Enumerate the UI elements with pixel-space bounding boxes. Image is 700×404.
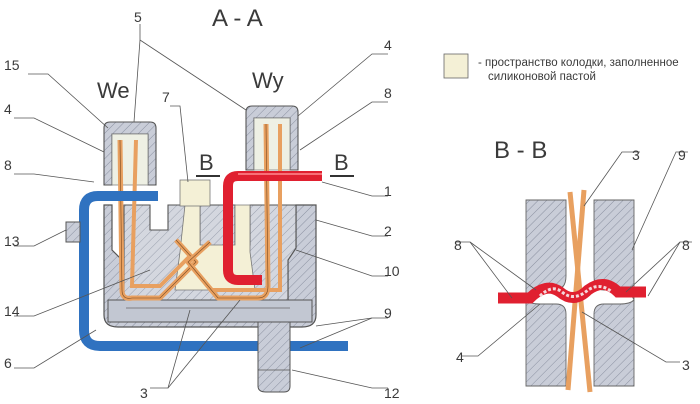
- legend-line2: силиконовой пастой: [488, 71, 596, 83]
- title-main: A - A: [212, 5, 263, 32]
- detail-callout-8-left: 8: [454, 237, 462, 253]
- callout-15: 15: [4, 57, 20, 73]
- detail-callout-8-right: 8: [682, 237, 690, 253]
- detail-red-wire-core: [538, 285, 613, 298]
- callout-3: 3: [140, 385, 148, 401]
- section-mark-left: B: [199, 150, 214, 175]
- main-section: [65, 105, 354, 393]
- callout-2: 2: [384, 223, 392, 239]
- silicone-top-channel: [179, 179, 211, 207]
- callout-1: 1: [384, 183, 392, 199]
- section-mark-right: B: [334, 150, 349, 175]
- legend-swatch: [443, 53, 469, 79]
- contact-left-inner: [129, 139, 192, 288]
- detail-copper-b: [565, 189, 587, 391]
- leader-lines-detail: [456, 151, 692, 363]
- side-clip: [65, 221, 81, 243]
- base-plate: [107, 299, 313, 323]
- callout-10: 10: [384, 263, 400, 279]
- detail-callout-9: 9: [678, 147, 686, 163]
- callout-7: 7: [162, 89, 170, 105]
- callout-4-left: 4: [4, 101, 12, 117]
- title-detail: B - B: [494, 137, 547, 164]
- callout-9: 9: [384, 305, 392, 321]
- legend-line1: - пространство колодки, заполненное: [478, 57, 679, 69]
- callout-12: 12: [384, 385, 400, 401]
- detail-callout-3-top: 3: [632, 147, 640, 163]
- callout-14: 14: [4, 303, 20, 319]
- terminal-we: We: [97, 78, 130, 103]
- blue-wire: [79, 191, 348, 351]
- red-wire: [223, 171, 322, 285]
- detail-callout-4: 4: [456, 349, 464, 365]
- callout-5: 5: [134, 9, 142, 25]
- callout-4-right: 4: [384, 37, 392, 53]
- contact-right-edge: [187, 123, 269, 299]
- left-cap-insert: [111, 133, 149, 186]
- callout-8-left: 8: [4, 157, 12, 173]
- bottom-mount: [257, 321, 291, 393]
- terminal-wy: Wy: [252, 68, 284, 93]
- detail-callout-3-bottom: 3: [682, 357, 690, 373]
- leader-lines-main: [14, 24, 388, 389]
- detail-section: [498, 189, 646, 393]
- callout-8-right: 8: [384, 85, 392, 101]
- right-cap-insert: [253, 117, 291, 171]
- contact-left-edge: [119, 139, 197, 299]
- callout-13: 13: [4, 233, 20, 249]
- callout-6: 6: [4, 355, 12, 371]
